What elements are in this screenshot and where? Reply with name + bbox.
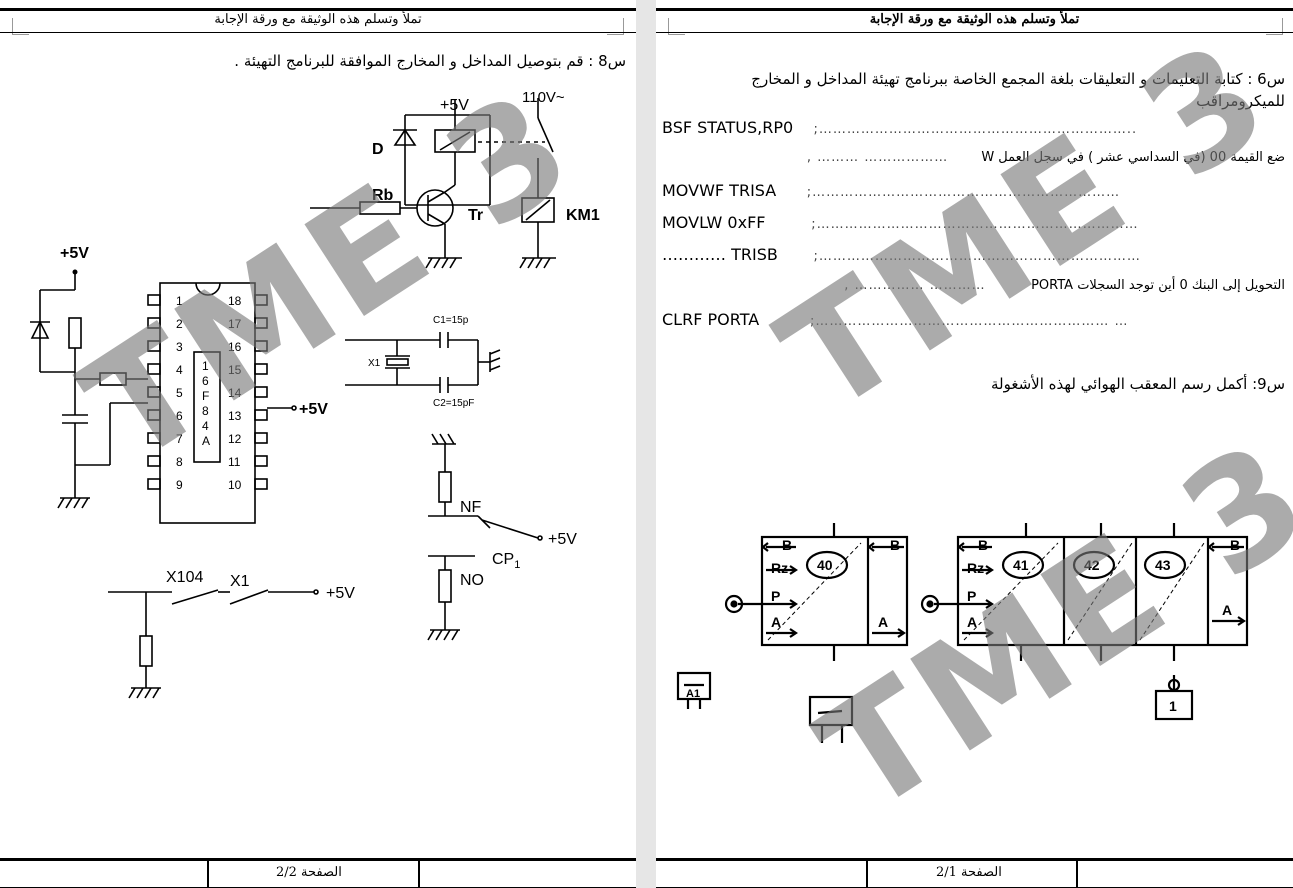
- label-x104: X104: [166, 569, 203, 586]
- step-42: 42: [1084, 557, 1100, 573]
- chip-pin-right-label: 18: [228, 294, 242, 308]
- chip-inner-label: 1: [202, 359, 209, 373]
- label-x1-contact: X1: [230, 573, 250, 590]
- chip-inner-label: A: [202, 434, 210, 448]
- instruction-line-2: التحويل إلى البنك 0 أين توجد السجلات POR…: [844, 278, 1285, 293]
- top-rule: [656, 8, 1293, 11]
- label-b-b1: B: [978, 537, 988, 553]
- label-x1-crystal: X1: [368, 358, 381, 369]
- label-rz-b: Rz: [967, 560, 984, 576]
- chip-pin-left-label: 8: [176, 455, 183, 469]
- footer: الصفحة 2/1: [656, 858, 1293, 888]
- chip-inner-label: 4: [202, 419, 209, 433]
- code-line-1: BSF STATUS,RP0 ;…………………………………………………………..: [662, 118, 1138, 137]
- label-a-a: A: [771, 614, 781, 630]
- question-6-continued: للميكرومراقب: [1196, 92, 1285, 110]
- label-tr: Tr: [468, 207, 483, 224]
- label-rz-a: Rz: [771, 560, 788, 576]
- circuit-diagram: +5V 110V~ D Rb Tr KM1 +5V +5V C1=15p C2=…: [30, 89, 600, 699]
- header-rule: [0, 32, 636, 33]
- label-a-a2: A: [878, 614, 888, 630]
- footer-page-number: الصفحة 2/1: [936, 865, 1002, 880]
- instruction-line-1: ضع القيمة 00 (في السداسي عشر ) في سجل ال…: [806, 150, 1285, 165]
- label-no: NO: [460, 572, 484, 589]
- chip-pin-right-label: 17: [228, 317, 242, 331]
- footer-cell: [866, 861, 868, 887]
- label-nf: NF: [460, 499, 482, 516]
- chip-inner-label: 6: [202, 374, 209, 388]
- footer-cell: [1076, 861, 1078, 887]
- chip-pin-left-label: 5: [176, 386, 183, 400]
- chip-pin-right-label: 12: [228, 432, 242, 446]
- right-page: تملأ وتسلم هذه الوثيقة مع ورقة الإجابة س…: [656, 0, 1293, 888]
- header-rule: [656, 32, 1293, 33]
- chip-pin-left-label: 6: [176, 409, 183, 423]
- label-cp1: CP1: [492, 551, 520, 571]
- label-5v-left: +5V: [60, 245, 89, 262]
- footer-page-number: الصفحة 2/2: [276, 865, 342, 880]
- page-gap: [636, 0, 656, 888]
- chip-pin-right-label: 11: [228, 455, 241, 469]
- step-40: 40: [817, 557, 833, 573]
- label-5v-bottom: +5V: [326, 585, 355, 602]
- label-b-a1: B: [782, 537, 792, 553]
- label-5v-top: +5V: [440, 97, 469, 114]
- chip-pin-right-label: 15: [228, 363, 242, 377]
- chip-pin-left-label: 4: [176, 363, 183, 377]
- question-9: س9: أكمل رسم المعقب الهوائي لهذه الأشغول…: [991, 375, 1285, 393]
- chip-pin-right-label: 13: [228, 409, 242, 423]
- code-line-4: ………… TRISB ;……………………………………………………………: [662, 245, 1141, 264]
- chip-pin-left-label: 7: [176, 432, 183, 446]
- code-line-2: MOVWF TRISA ;…………………………………………………………: [662, 181, 1121, 200]
- label-rb: Rb: [372, 187, 394, 204]
- pneumatic-sequencer-diagram: B Rz P A B A 40 B Rz P A B A 41 42 43 1 …: [676, 523, 1249, 743]
- code-line-5: CLRF PORTA ;……………………………………………………… …: [662, 310, 1129, 329]
- chip-inner-label: F: [202, 389, 209, 403]
- box-ai-label: A1: [686, 688, 700, 700]
- left-page: تملأ وتسلم هذه الوثيقة مع ورقة الإجابة س…: [0, 0, 636, 888]
- label-5v-cp: +5V: [548, 531, 577, 548]
- chip-inner-label: 8: [202, 404, 209, 418]
- corner-mark: [1266, 18, 1283, 35]
- label-c2: C2=15pF: [433, 398, 474, 409]
- corner-mark: [668, 18, 685, 35]
- label-5v-pin14: +5V: [299, 401, 328, 418]
- chip-pin-right-label: 14: [228, 386, 242, 400]
- label-p-a: P: [771, 588, 780, 604]
- label-p-b: P: [967, 588, 976, 604]
- question-8: س8 : قم بتوصيل المداخل و المخارج الموافق…: [234, 52, 626, 70]
- header-title: تملأ وتسلم هذه الوثيقة مع ورقة الإجابة: [869, 12, 1080, 27]
- label-c1: C1=15p: [433, 315, 469, 326]
- label-a-b2: A: [1222, 602, 1232, 618]
- label-b-b2: B: [1230, 537, 1240, 553]
- corner-mark: [607, 18, 624, 35]
- header-title: تملأ وتسلم هذه الوثيقة مع ورقة الإجابة: [214, 12, 422, 27]
- footer: الصفحة 2/2: [0, 858, 636, 888]
- step-41: 41: [1013, 557, 1029, 573]
- chip-pin-left-label: 1: [176, 294, 183, 308]
- label-a-b: A: [967, 614, 977, 630]
- label-diode: D: [372, 141, 384, 158]
- label-km1: KM1: [566, 207, 600, 224]
- step-43: 43: [1155, 557, 1171, 573]
- footer-cell: [207, 861, 209, 887]
- label-110v: 110V~: [522, 89, 565, 106]
- footer-cell: [418, 861, 420, 887]
- corner-mark: [12, 18, 29, 35]
- chip-pin-left-label: 3: [176, 340, 183, 354]
- top-rule: [0, 8, 636, 11]
- chip-pin-left-label: 9: [176, 478, 183, 492]
- chip-pin-left-label: 2: [176, 317, 183, 331]
- question-6: س6 : كتابة التعليمات و التعليقات بلغة ال…: [751, 70, 1285, 88]
- chip-pin-right-label: 10: [228, 478, 242, 492]
- box-1-label: 1: [1169, 698, 1177, 714]
- label-b-a2: B: [890, 537, 900, 553]
- chip-pin-right-label: 16: [228, 340, 242, 354]
- code-line-3: MOVLW 0xFF ;……………………………………………………………: [662, 213, 1139, 232]
